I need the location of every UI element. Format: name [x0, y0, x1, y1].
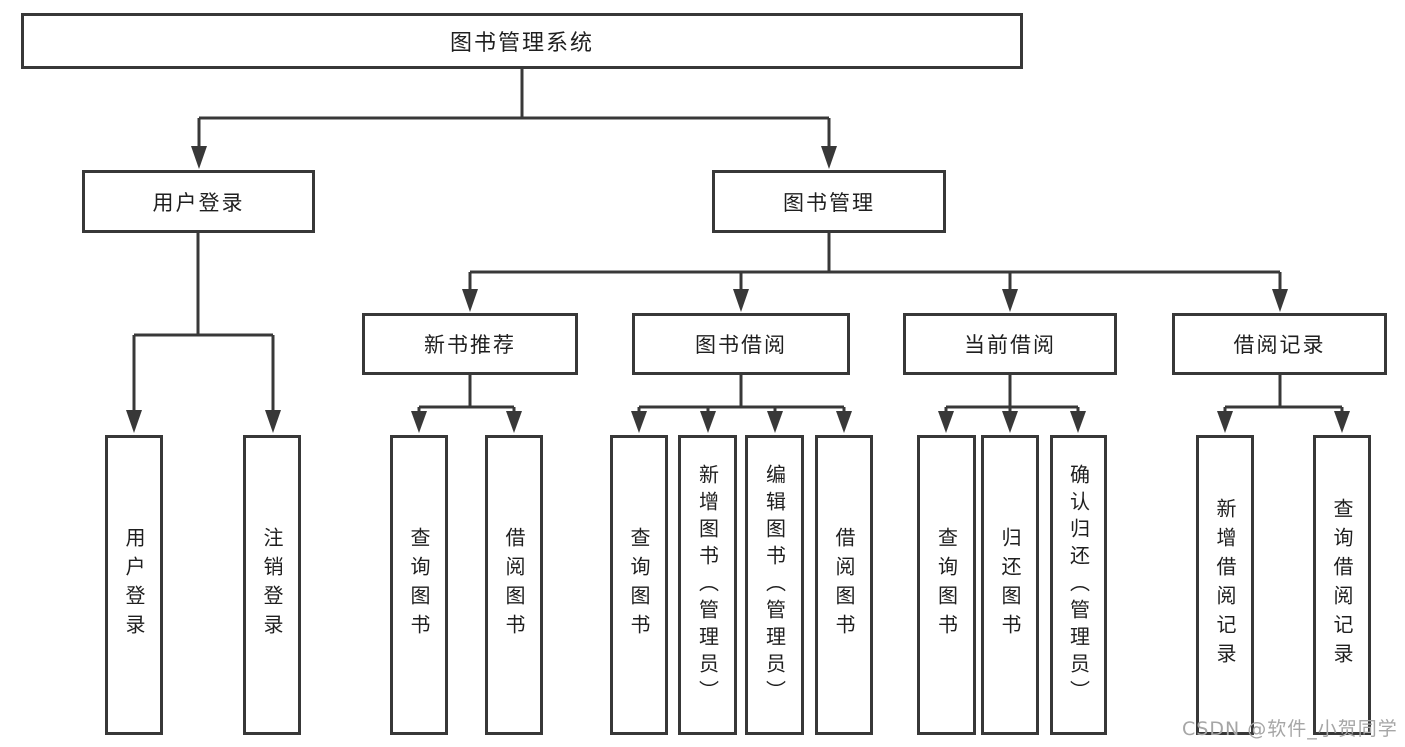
node-library-management-system: 图书管理系统 [21, 13, 1023, 69]
node-book-management: 图书管理 [712, 170, 946, 233]
leaf-logout: 注销登录 [243, 435, 301, 735]
csdn-watermark: CSDN @软件_小贺同学 [1182, 718, 1398, 740]
leaf-add-books-admin: 新增图书（管理员） [678, 435, 737, 735]
leaf-user-login: 用户登录 [105, 435, 163, 735]
leaf-query-borrow-record: 查询借阅记录 [1313, 435, 1371, 735]
node-new-book-recommend: 新书推荐 [362, 313, 578, 375]
node-user-login: 用户登录 [82, 170, 315, 233]
node-book-borrow: 图书借阅 [632, 313, 850, 375]
leaf-confirm-return-admin: 确认归还（管理员） [1050, 435, 1107, 735]
leaf-borrow-books-recommend: 借阅图书 [485, 435, 543, 735]
leaf-edit-books-admin: 编辑图书（管理员） [745, 435, 804, 735]
leaf-add-borrow-record: 新增借阅记录 [1196, 435, 1254, 735]
node-current-borrow: 当前借阅 [903, 313, 1117, 375]
leaf-query-books-recommend: 查询图书 [390, 435, 448, 735]
leaf-return-books: 归还图书 [981, 435, 1039, 735]
leaf-query-books-current: 查询图书 [917, 435, 976, 735]
leaf-query-books-borrow: 查询图书 [610, 435, 668, 735]
leaf-borrow-books: 借阅图书 [815, 435, 873, 735]
node-borrow-records: 借阅记录 [1172, 313, 1387, 375]
